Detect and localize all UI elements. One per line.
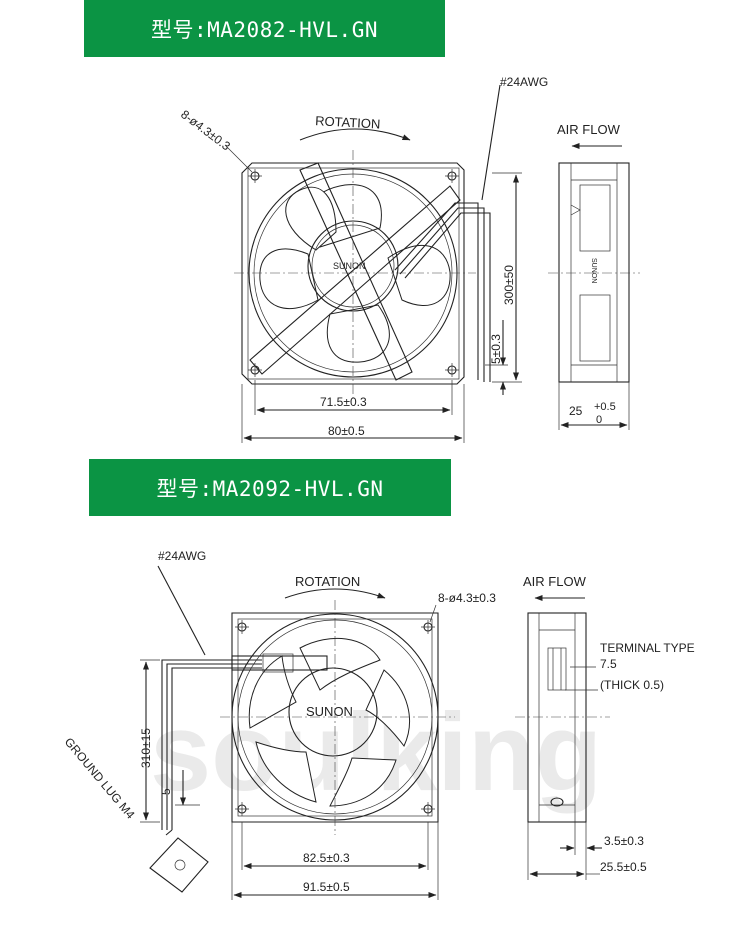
fan1-side-brand-label: SUNON <box>590 258 597 283</box>
fan1-dim-hole-pitch: 71.5±0.3 <box>320 395 367 409</box>
model-banner-1: 型号:MA2082-HVL.GN <box>84 0 445 57</box>
fan1-wire-label: #24AWG <box>500 75 548 89</box>
fan2-side-view: AIR FLOW TERMINAL TYPE 7.5 (THICK 0.5) 3… <box>515 574 695 880</box>
model-title-2: 型号:MA2092-HVL.GN <box>156 476 384 501</box>
fan2-terminal-thick: (THICK 0.5) <box>600 678 664 692</box>
fan2-terminal-label: TERMINAL TYPE <box>600 641 695 655</box>
fan1-dim-depth: 25 <box>569 404 583 418</box>
fan1-airflow-label: AIR FLOW <box>557 122 621 137</box>
fan2-dim-wire-length: 310±15 <box>139 728 153 768</box>
fan2-wire-label: #24AWG <box>158 549 206 563</box>
fan2-terminal-size: 7.5 <box>600 657 617 671</box>
fan1-dim-depth-tol-upper: +0.5 <box>594 401 616 413</box>
fan2-mount-holes <box>235 620 435 816</box>
fan2-brand-label: SUNON <box>306 704 353 719</box>
fan1-holes-label: 8-ø4.3±0.3 <box>178 107 233 153</box>
fan1-front-view: SUNON ROTATION #24AWG 8-ø4.3±0.3 300±50 … <box>178 75 548 443</box>
fan2-dim-small-depth: 3.5±0.3 <box>604 834 644 848</box>
fan2-dim-width: 91.5±0.5 <box>303 880 350 894</box>
fan1-side-view: AIR FLOW SUNON 25 +0.5 0 <box>548 122 640 430</box>
fan2-holes-label: 8-ø4.3±0.3 <box>438 591 496 605</box>
fan1-dim-depth-tol-lower: 0 <box>596 414 602 426</box>
fan2-dim-depth: 25.5±0.5 <box>600 860 647 874</box>
fan1-dim-wire-length: 300±50 <box>502 265 516 305</box>
fan2-airflow-label: AIR FLOW <box>523 574 587 589</box>
fan1-brand-label: SUNON <box>333 261 366 271</box>
fan2-dim-strip: 5 <box>159 788 173 795</box>
model-banner-2: 型号:MA2092-HVL.GN <box>89 459 451 516</box>
model-title-1: 型号:MA2082-HVL.GN <box>150 17 378 42</box>
fan1-mount-holes <box>248 169 459 377</box>
fan2-rotation-label: ROTATION <box>295 574 360 589</box>
fan1-dim-strip: 5±0.3 <box>489 334 503 364</box>
fan1-rotation-label: ROTATION <box>315 113 381 131</box>
fan2-dim-hole-pitch: 82.5±0.3 <box>303 851 350 865</box>
fan1-dim-width: 80±0.5 <box>328 424 365 438</box>
fan2-ground-lug-label: GROUND LUG M4 <box>62 735 138 822</box>
